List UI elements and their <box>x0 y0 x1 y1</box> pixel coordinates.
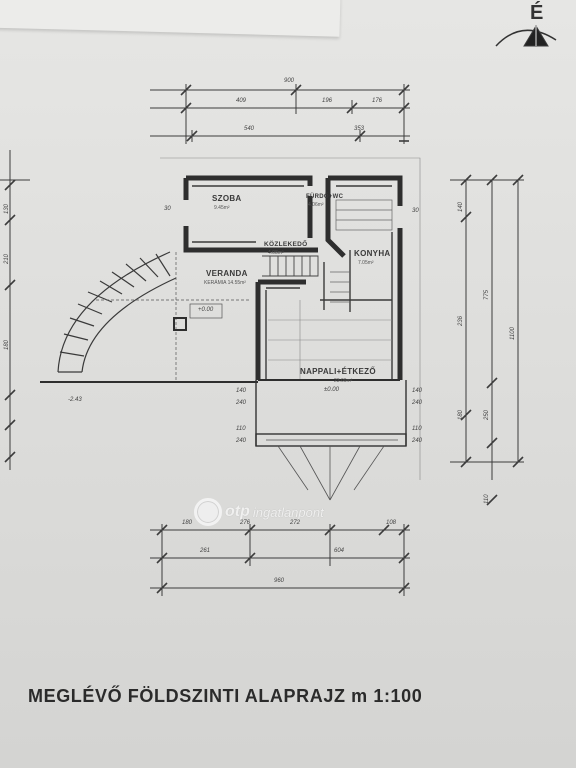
north-arrow-icon <box>495 25 557 47</box>
drawing-title: MEGLÉVŐ FÖLDSZINTI ALAPRAJZ m 1:100 <box>28 686 423 706</box>
dim-left-b: 210 <box>4 253 10 264</box>
room-szoba-area: 9.45m² <box>214 205 230 211</box>
dim-left-a: 130 <box>4 203 10 214</box>
dim-wall-left: 30 <box>164 206 171 212</box>
dim-bottom-e: 261 <box>200 548 211 554</box>
dim-right-d: 1100 <box>510 327 516 340</box>
dim-door-f: 240 <box>412 400 423 406</box>
dim-top-c: 176 <box>372 98 383 104</box>
dim-door-a: 140 <box>236 388 247 394</box>
dim-right-a: 140 <box>458 201 464 212</box>
dim-left-c: 180 <box>4 339 10 350</box>
room-furdo-area: 4.06m² <box>308 202 324 208</box>
room-furdo-label: FÜRDŐ+WC <box>306 194 344 200</box>
dim-right-b: 236 <box>458 315 464 326</box>
dim-bottom-a: 180 <box>182 520 193 526</box>
dim-door-c: 110 <box>236 426 246 432</box>
dim-bottom-d: 108 <box>386 520 397 526</box>
level-veranda: +0.00 <box>198 307 214 313</box>
dim-right-e: 180 <box>458 409 464 420</box>
dim-right-f: 250 <box>484 409 490 420</box>
north-label: É <box>530 2 544 24</box>
room-kozlekedo-label: KÖZLEKEDŐ <box>264 241 308 248</box>
room-szoba-label: SZOBA <box>212 194 242 203</box>
watermark-text: ingatlanpont <box>252 504 324 520</box>
dim-bottom-c: 272 <box>290 520 301 526</box>
dim-top-e: 353 <box>354 126 365 132</box>
wall-north-szoba <box>186 175 313 186</box>
dim-door-g: 110 <box>412 426 422 432</box>
level-main: ±0.00 <box>324 387 339 393</box>
dim-top-a: 409 <box>236 98 247 104</box>
watermark-brand: otp <box>225 503 250 520</box>
dim-wall-right: 30 <box>412 208 419 214</box>
dim-right-c: 775 <box>484 289 490 300</box>
level-low: -2.43 <box>68 397 82 403</box>
dim-door-b: 240 <box>236 400 247 406</box>
dim-right-g: 110 <box>484 494 490 504</box>
dim-top-total: 900 <box>284 78 295 84</box>
dim-top-d: 540 <box>244 126 255 132</box>
dim-door-d: 240 <box>236 438 247 444</box>
dim-bottom-b: 276 <box>240 520 251 526</box>
room-nappali-area: 23.09m² <box>334 378 353 384</box>
dim-bottom-total: 960 <box>274 578 285 584</box>
dim-door-h: 240 <box>412 438 423 444</box>
room-veranda-area: KERÁMIA 14.55m² <box>204 280 246 286</box>
room-konyha-label: KONYHA <box>354 249 391 258</box>
dim-bottom-f: 604 <box>334 548 345 554</box>
room-kozlekedo-area: 4.08m² <box>268 250 284 256</box>
room-konyha-area: 7.05m² <box>358 260 374 266</box>
dim-top-b: 196 <box>322 98 333 104</box>
dim-door-e: 140 <box>412 388 423 394</box>
room-veranda-label: VERANDA <box>206 269 248 278</box>
watermark: otp ingatlanpont <box>194 498 324 526</box>
room-nappali-label: NAPPALI+ÉTKEZŐ <box>300 367 376 376</box>
otp-logo-icon <box>194 498 222 526</box>
